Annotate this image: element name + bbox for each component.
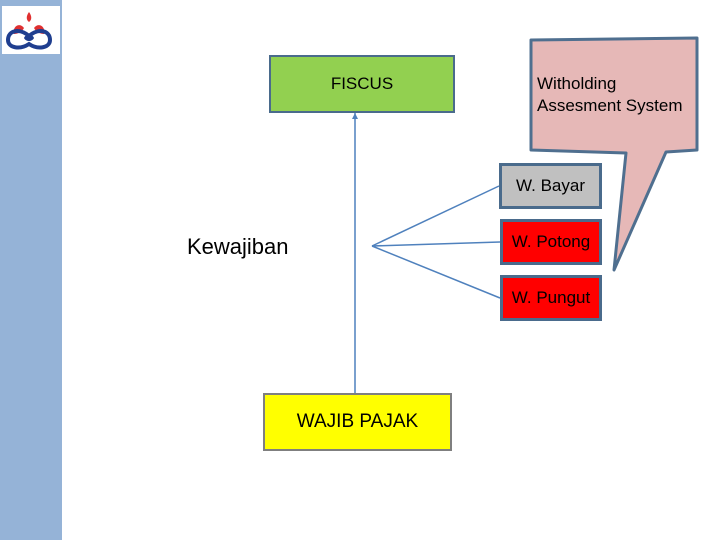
callout-box: Witholding Assesment System	[531, 40, 697, 150]
connector-to-bayar	[371, 185, 500, 247]
wajib-pajak-box: WAJIB PAJAK	[263, 393, 452, 451]
callout-line-2: Assesment System	[537, 96, 683, 115]
connector-arrowhead	[352, 113, 358, 119]
w-potong-box: W. Potong	[500, 219, 602, 265]
fiscus-box: FISCUS	[269, 55, 455, 113]
kewajiban-label: Kewajiban	[187, 234, 289, 259]
logo	[2, 6, 60, 54]
connector-to-pungut	[371, 245, 501, 299]
callout-line-1: Witholding	[537, 74, 617, 93]
w-potong-label: W. Potong	[511, 232, 591, 251]
sidebar-band	[0, 0, 62, 540]
callout-text: Witholding Assesment System	[537, 73, 683, 117]
fiscus-label: FISCUS	[330, 74, 394, 93]
w-pungut-label: W. Pungut	[511, 288, 591, 307]
logo-emblem-icon	[5, 12, 53, 50]
w-bayar-label: W. Bayar	[516, 176, 585, 195]
connector-to-potong	[371, 241, 501, 247]
w-bayar-box: W. Bayar	[499, 163, 602, 209]
w-pungut-box: W. Pungut	[500, 275, 602, 321]
wajib-pajak-label: WAJIB PAJAK	[296, 411, 419, 432]
callout-shape	[529, 36, 699, 272]
